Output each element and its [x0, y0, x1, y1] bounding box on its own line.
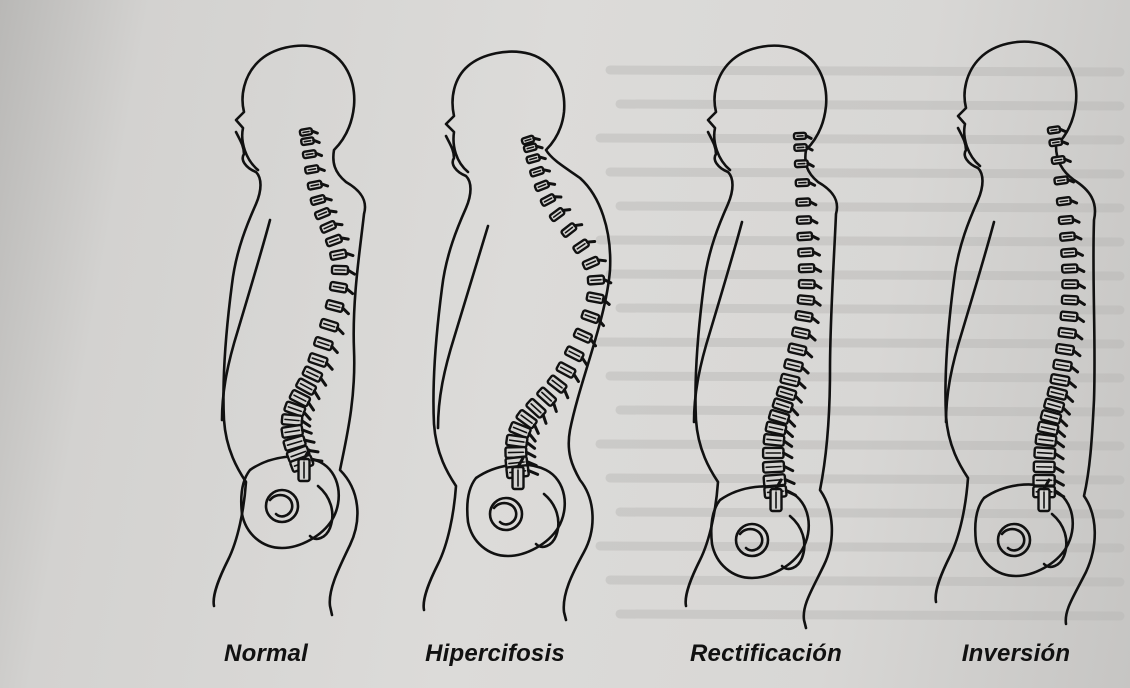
- label-hipercifosis: Hipercifosis: [425, 640, 565, 668]
- vertebra: [330, 248, 353, 260]
- vertebra: [556, 362, 583, 382]
- vertebra: [796, 179, 815, 187]
- arm-hipercifosis: [438, 226, 488, 428]
- vertebra: [795, 160, 813, 167]
- spine-rectificacion: [763, 132, 821, 511]
- vertebra: [796, 198, 815, 206]
- vertebra: [564, 346, 590, 365]
- vertebra: [582, 254, 605, 270]
- vertebra: [300, 127, 318, 136]
- vertebra: [320, 319, 346, 334]
- vertebra: [763, 448, 792, 458]
- spine-hipercifosis: [505, 134, 610, 489]
- vertebra: [325, 232, 348, 246]
- vertebra: [798, 295, 821, 305]
- vertebra: [1053, 360, 1079, 373]
- vertebra: [763, 461, 793, 473]
- vertebra: [332, 266, 355, 275]
- vertebra: [301, 136, 319, 145]
- label-normal: Normal: [224, 640, 308, 668]
- figure-normal: [214, 46, 365, 615]
- vertebra: [305, 164, 325, 174]
- vertebra: [561, 219, 582, 238]
- vertebra: [534, 178, 554, 191]
- vertebra: [1059, 215, 1079, 224]
- vertebra: [1058, 328, 1083, 339]
- body-outline-normal: [214, 46, 365, 615]
- vertebra: [307, 179, 327, 189]
- vertebra: [797, 216, 817, 224]
- vertebra: [526, 152, 545, 163]
- vertebra: [314, 205, 336, 219]
- figure-rectificacion: [686, 46, 837, 628]
- vertebra: [521, 134, 539, 145]
- vertebra: [1061, 248, 1082, 257]
- vertebra: [549, 204, 570, 222]
- vertebra: [798, 248, 819, 257]
- pelvis-normal: [241, 456, 338, 548]
- vertebra: [1062, 264, 1084, 272]
- vertebra: [1034, 462, 1063, 473]
- arm-rectificacion: [694, 222, 742, 422]
- vertebra: [314, 337, 340, 353]
- vertebra: [530, 165, 550, 177]
- vertebra: [308, 353, 335, 370]
- vertebra: [794, 132, 811, 139]
- vertebra: [303, 149, 322, 158]
- vertebra: [784, 359, 810, 373]
- vertebra: [799, 264, 821, 272]
- vertebra: [573, 235, 595, 253]
- vertebra: [1035, 434, 1064, 447]
- vertebra: [1062, 296, 1085, 305]
- vertebra: [1048, 126, 1066, 134]
- arm-normal: [222, 220, 270, 420]
- vertebra: [1062, 280, 1084, 288]
- vertebra: [540, 191, 561, 206]
- vertebra: [320, 218, 342, 233]
- vertebra: [797, 232, 818, 240]
- label-inversion: Inversión: [962, 640, 1071, 668]
- vertebra: [310, 193, 331, 205]
- vertebra: [330, 282, 354, 294]
- vertebra: [325, 300, 350, 314]
- vertebra: [1052, 155, 1071, 164]
- pelvis-inversion: [975, 484, 1072, 576]
- arm-inversion: [946, 222, 994, 422]
- label-rectificacion: Rectificación: [690, 640, 842, 668]
- vertebra: [799, 280, 821, 288]
